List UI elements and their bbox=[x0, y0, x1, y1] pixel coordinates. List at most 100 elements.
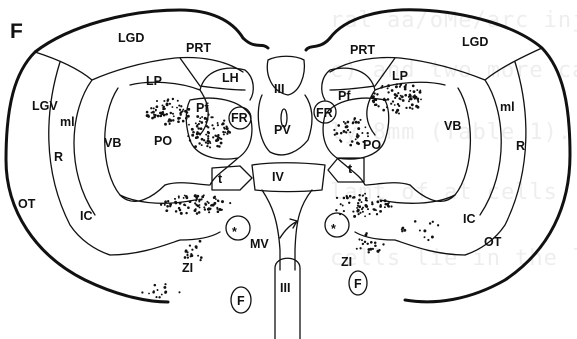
cell-dot bbox=[196, 212, 199, 215]
cell-dot bbox=[409, 90, 411, 92]
cell-dot bbox=[367, 132, 369, 134]
region-boundary bbox=[410, 88, 470, 201]
cell-dot bbox=[201, 195, 204, 198]
cell-dot bbox=[164, 204, 166, 206]
cell-dot bbox=[203, 206, 205, 208]
cell-dot bbox=[154, 284, 157, 287]
cell-dot bbox=[199, 204, 201, 206]
cell-dot bbox=[200, 121, 203, 124]
cell-dot bbox=[345, 131, 347, 133]
label-t-right: t bbox=[348, 162, 353, 176]
cell-dot bbox=[429, 222, 431, 224]
cell-dot bbox=[198, 123, 200, 125]
cell-dot bbox=[358, 199, 361, 202]
cell-dot bbox=[401, 227, 404, 230]
cell-dot bbox=[411, 103, 414, 106]
cell-dot bbox=[185, 212, 187, 214]
region-boundary bbox=[465, 62, 526, 255]
cell-dot bbox=[376, 93, 378, 95]
cell-dot bbox=[346, 196, 349, 199]
cell-dot bbox=[199, 206, 201, 208]
mv-tract bbox=[295, 190, 312, 270]
cell-dot bbox=[348, 202, 350, 204]
cell-dot bbox=[224, 131, 226, 133]
cell-dot bbox=[186, 254, 188, 256]
cell-dot bbox=[167, 200, 169, 202]
cell-dot bbox=[217, 199, 219, 201]
label-fr-left: FR bbox=[231, 111, 248, 125]
cell-dot bbox=[339, 213, 341, 215]
cell-dot bbox=[194, 145, 197, 148]
cell-dot bbox=[205, 141, 207, 143]
cell-dot bbox=[395, 94, 398, 97]
cell-dot bbox=[189, 200, 192, 203]
cell-dot bbox=[197, 127, 200, 130]
cell-dot bbox=[419, 89, 421, 91]
cell-dot bbox=[207, 126, 209, 128]
cell-dot bbox=[367, 251, 369, 253]
cell-dot bbox=[223, 133, 225, 135]
cell-dot bbox=[403, 229, 406, 232]
cell-dot bbox=[392, 100, 394, 102]
region-boundary bbox=[74, 80, 95, 215]
cell-dot bbox=[390, 103, 392, 105]
cell-dot bbox=[387, 84, 390, 87]
cell-dot bbox=[352, 211, 354, 213]
cell-dot bbox=[163, 286, 166, 289]
cell-dot bbox=[399, 83, 402, 86]
cell-dot bbox=[369, 248, 372, 251]
cell-dot bbox=[336, 197, 338, 199]
label-lp-left: LP bbox=[146, 74, 162, 88]
cell-dot bbox=[191, 128, 194, 131]
cell-dot bbox=[372, 248, 374, 250]
cell-dot bbox=[414, 220, 417, 223]
label-star-left: * bbox=[232, 225, 237, 239]
region-boundary bbox=[480, 80, 501, 215]
cell-dot bbox=[169, 103, 171, 105]
cell-dot bbox=[437, 224, 439, 226]
cell-dot bbox=[207, 114, 209, 116]
cell-dot bbox=[220, 138, 222, 140]
third-ventricle-bottom bbox=[275, 258, 300, 339]
cell-dot bbox=[359, 119, 361, 121]
cell-dot bbox=[375, 209, 377, 211]
cell-dot bbox=[187, 135, 189, 137]
cell-dot bbox=[364, 215, 366, 217]
cell-dot bbox=[161, 112, 164, 115]
cell-dot bbox=[362, 194, 364, 196]
label-iv: IV bbox=[272, 170, 284, 184]
cell-dot bbox=[337, 124, 340, 127]
cell-dot bbox=[209, 208, 211, 210]
cell-dot bbox=[217, 134, 219, 136]
cell-dot bbox=[217, 124, 219, 126]
cell-dot bbox=[155, 110, 157, 112]
cell-dot bbox=[178, 105, 180, 107]
cell-dot bbox=[208, 202, 210, 204]
cell-dot bbox=[382, 109, 385, 112]
cell-dot bbox=[377, 250, 380, 253]
cell-dot bbox=[356, 135, 359, 138]
cell-dot bbox=[141, 291, 143, 293]
cell-dot bbox=[400, 98, 402, 100]
cell-dot bbox=[184, 204, 186, 206]
cell-dot bbox=[180, 105, 182, 107]
cell-dot bbox=[409, 94, 412, 97]
cell-dot bbox=[409, 106, 411, 108]
label-lh: LH bbox=[222, 71, 239, 85]
cell-dot bbox=[220, 142, 223, 145]
third-ventricle-top bbox=[267, 56, 304, 95]
cell-dot bbox=[216, 207, 218, 209]
label-lgd-right: LGD bbox=[462, 35, 488, 49]
region-boundary bbox=[120, 195, 195, 203]
cell-dot bbox=[396, 83, 398, 85]
cell-dot bbox=[377, 105, 379, 107]
cell-dot bbox=[355, 121, 358, 124]
cell-dot bbox=[187, 108, 190, 111]
cell-dot bbox=[198, 201, 200, 203]
cell-dot bbox=[156, 105, 159, 108]
cell-dot bbox=[209, 146, 211, 148]
cell-dot bbox=[183, 197, 185, 199]
cell-dot bbox=[203, 139, 205, 141]
cell-dot bbox=[186, 117, 188, 119]
